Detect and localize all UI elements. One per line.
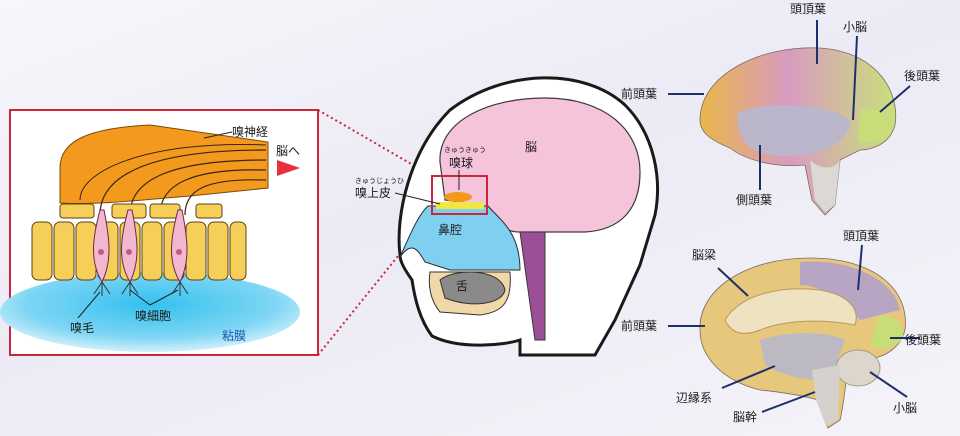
- med-label-cerebellum: 小脳: [893, 401, 917, 415]
- med-label-corpus-callosum: 脳梁: [692, 247, 716, 262]
- label-epithelium: 嗅上皮: [355, 186, 391, 200]
- med-label-occipital: 後頭葉: [905, 333, 941, 347]
- ruby-bulb: きゅうきゅう: [444, 146, 486, 154]
- olfactory-bulb: [444, 192, 472, 202]
- label-brain: 脳: [525, 140, 537, 154]
- label-to-brain: 脳へ: [276, 144, 300, 158]
- med-label-limbic: 辺縁系: [676, 390, 712, 405]
- inset-panel: 嗅神経 脳へ 嗅毛 嗅細胞 粘膜: [0, 110, 318, 355]
- label-olfactory-cell: 嗅細胞: [135, 309, 171, 323]
- label-nasal-cavity: 鼻腔: [438, 222, 462, 237]
- lat-label-frontal: 前頭葉: [621, 86, 657, 101]
- lat-label-temporal: 側頭葉: [736, 193, 772, 207]
- head-diagram: 脳 きゅうきゅう 嗅球 きゅうじょうひ 嗅上皮 鼻腔 舌: [355, 78, 657, 355]
- brain-medial: 頭頂葉 脳梁 前頭葉 後頭葉 辺縁系 脳幹 小脳: [621, 229, 941, 428]
- label-olfactory-nerve: 嗅神経: [232, 125, 268, 139]
- ruby-epithelium: きゅうじょうひ: [355, 177, 404, 185]
- cell-top-row: [60, 204, 222, 218]
- med-label-brainstem: 脳幹: [733, 409, 757, 424]
- label-bulb: 嗅球: [449, 156, 473, 170]
- label-olfactory-hair: 嗅毛: [70, 321, 94, 335]
- label-mucosa: 粘膜: [222, 328, 246, 343]
- lat-label-parietal: 頭頂葉: [790, 2, 826, 16]
- supporting-cells: [32, 222, 246, 280]
- med-label-parietal: 頭頂葉: [843, 229, 879, 243]
- lat-label-occipital: 後頭葉: [904, 69, 940, 83]
- brain-lateral: 前頭葉 頭頂葉 小脳 後頭葉 側頭葉: [621, 2, 940, 215]
- lat-label-cerebellum: 小脳: [843, 20, 867, 34]
- med-label-frontal: 前頭葉: [621, 318, 657, 333]
- label-tongue: 舌: [456, 279, 468, 293]
